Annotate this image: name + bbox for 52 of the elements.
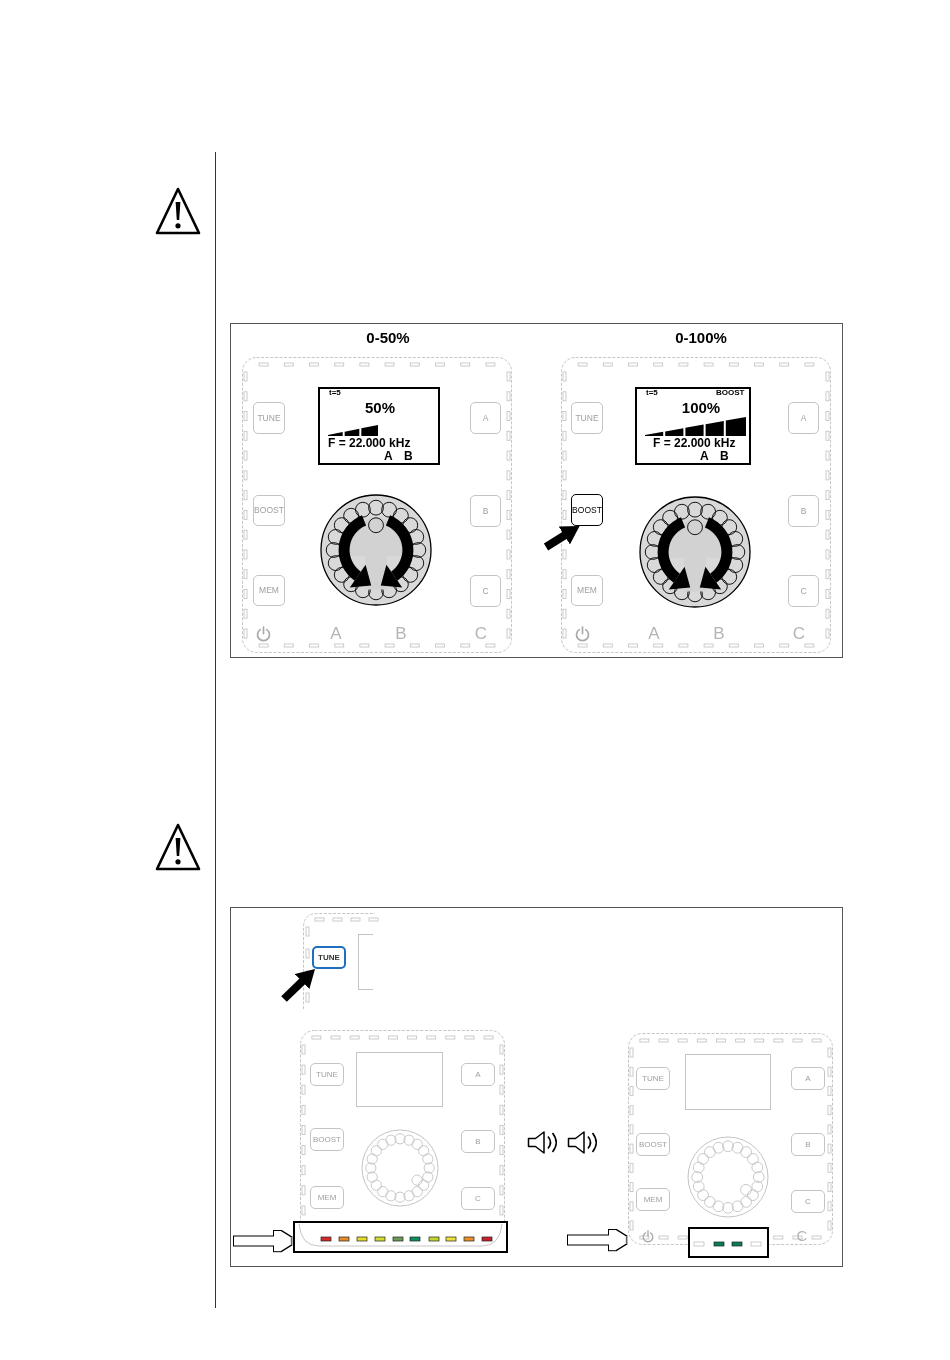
- panel-button: B: [470, 495, 501, 527]
- outline-arrow: [237, 1233, 289, 1249]
- channel-label: A: [648, 625, 660, 642]
- panel-button: A: [788, 402, 819, 434]
- timer-readout: t=5: [329, 389, 341, 397]
- panel-button: TUNE: [253, 402, 285, 434]
- panel-button: TUNE: [571, 402, 603, 434]
- display-screen: [685, 1054, 771, 1110]
- display-screen: [635, 387, 751, 465]
- panel-button: BOOST: [636, 1133, 670, 1156]
- channel-label: B: [395, 625, 407, 642]
- channel-indicator: A: [700, 450, 709, 462]
- panel-button: C: [461, 1187, 495, 1210]
- panel-button: B: [791, 1133, 825, 1156]
- panel-button: TUNE: [310, 1063, 344, 1086]
- panel-button: MEM: [310, 1186, 344, 1209]
- panel-button: BOOST: [310, 1128, 344, 1151]
- channel-label: C: [796, 1228, 808, 1243]
- panel-button: BOOST: [571, 494, 603, 526]
- panel-heading: 0-50%: [366, 330, 410, 345]
- panel-button: TUNE: [636, 1067, 670, 1090]
- power-percentage: 100%: [681, 400, 721, 415]
- channel-indicator: A: [384, 450, 393, 462]
- mode-indicator: BOOST: [716, 389, 745, 397]
- panel-button: C: [791, 1190, 825, 1213]
- display-screen: [356, 1052, 443, 1107]
- arrow: [543, 526, 580, 551]
- power-percentage: 50%: [365, 400, 395, 415]
- channel-indicator: B: [720, 450, 729, 462]
- panel-button: C: [470, 575, 501, 607]
- display-screen: [318, 387, 440, 465]
- frequency-readout: F = 22.000 kHz: [328, 437, 411, 449]
- timer-readout: t=5: [646, 389, 658, 397]
- panel-button: B: [461, 1130, 495, 1153]
- panel-button: C: [788, 575, 819, 607]
- channel-label: C: [792, 625, 806, 642]
- frequency-readout: F = 22.000 kHz: [653, 437, 736, 449]
- panel-button: B: [788, 495, 819, 527]
- channel-label: B: [713, 625, 725, 642]
- panel-button: A: [461, 1063, 495, 1086]
- panel-button: BOOST: [253, 495, 285, 526]
- channel-label: A: [330, 625, 342, 642]
- panel-heading: 0-100%: [675, 330, 727, 345]
- panel-button: MEM: [636, 1188, 670, 1211]
- panel-button: MEM: [253, 575, 285, 606]
- panel-button: MEM: [571, 575, 603, 606]
- highlight-frame: [688, 1227, 769, 1258]
- outline-arrow: [571, 1232, 624, 1248]
- panel-button: A: [791, 1067, 825, 1090]
- panel-button: A: [470, 402, 501, 434]
- channel-indicator: B: [404, 450, 413, 462]
- channel-label: C: [474, 625, 488, 642]
